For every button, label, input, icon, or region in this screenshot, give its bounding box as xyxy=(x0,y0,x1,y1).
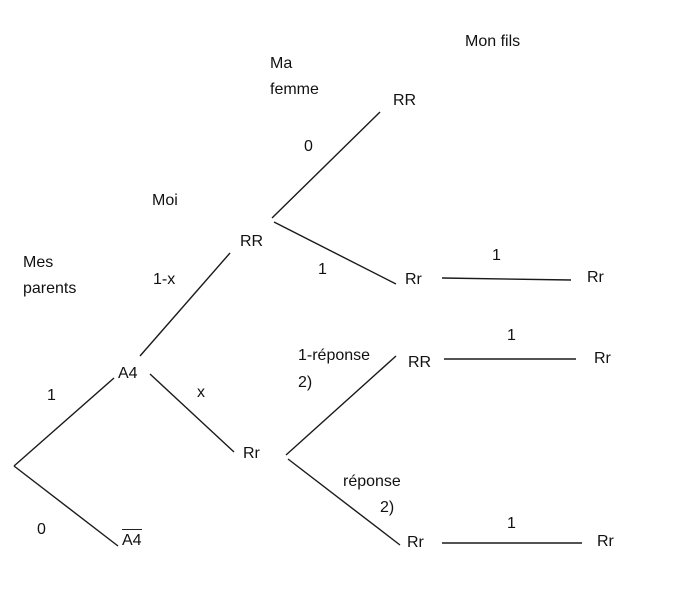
prob-rr-small-to-wife-rr-small-line1: réponse xyxy=(343,473,401,490)
prob-root-to-a4-bar: 0 xyxy=(37,521,46,538)
prob-a4-to-rr: 1-x xyxy=(153,271,176,288)
edge-root-to-a4 xyxy=(13,377,115,467)
prob-root-to-a4: 1 xyxy=(47,387,56,404)
node-wife-rr-bottom: Rr xyxy=(407,534,424,551)
prob-rr-to-wife-rr-small: 1 xyxy=(318,261,327,278)
edge-wife-mid-to-son xyxy=(441,277,572,281)
edge-rr-small-to-wife-rr xyxy=(285,355,397,456)
edge-a4-to-rr xyxy=(139,252,231,357)
node-moi-rr-small: Rr xyxy=(243,445,260,462)
edge-rr-to-wife-rr-small xyxy=(273,221,397,285)
edge-root-to-a4-bar xyxy=(13,465,119,547)
prob-wife-mid-to-son: 1 xyxy=(492,247,501,264)
prob-wife-bottom-to-son: 1 xyxy=(507,515,516,532)
node-a4-bar: A4 xyxy=(122,529,142,550)
prob-rr-small-to-wife-rr-line2: 2) xyxy=(298,374,313,391)
prob-a4-to-rr-small: x xyxy=(197,384,205,401)
node-moi-rr: RR xyxy=(240,233,264,250)
header-me: Moi xyxy=(152,192,178,209)
prob-rr-small-to-wife-rr-small-line2: 2) xyxy=(380,499,395,516)
header-parents-line2: parents xyxy=(23,280,77,297)
node-a4: A4 xyxy=(118,365,138,382)
prob-wife-rr-to-son: 1 xyxy=(507,327,516,344)
node-son-2: Rr xyxy=(594,350,611,367)
edge-rr-to-wife-rr xyxy=(271,111,381,219)
edge-rr-small-to-wife-rr-small xyxy=(287,458,401,546)
header-wife-line1: Ma xyxy=(270,55,293,72)
header-wife-line2: femme xyxy=(270,81,319,98)
node-wife-rr-from-rr: RR xyxy=(408,354,432,371)
node-son-1: Rr xyxy=(587,269,604,286)
header-son: Mon fils xyxy=(465,33,521,50)
prob-rr-to-wife-rr: 0 xyxy=(304,138,313,155)
prob-rr-small-to-wife-rr-line1: 1-réponse xyxy=(298,347,371,364)
node-wife-rr-top: RR xyxy=(393,92,417,109)
node-son-3: Rr xyxy=(597,533,614,550)
header-parents-line1: Mes xyxy=(23,254,54,271)
node-wife-rr-mid: Rr xyxy=(405,271,422,288)
edge-a4-to-rr-small xyxy=(149,373,235,453)
